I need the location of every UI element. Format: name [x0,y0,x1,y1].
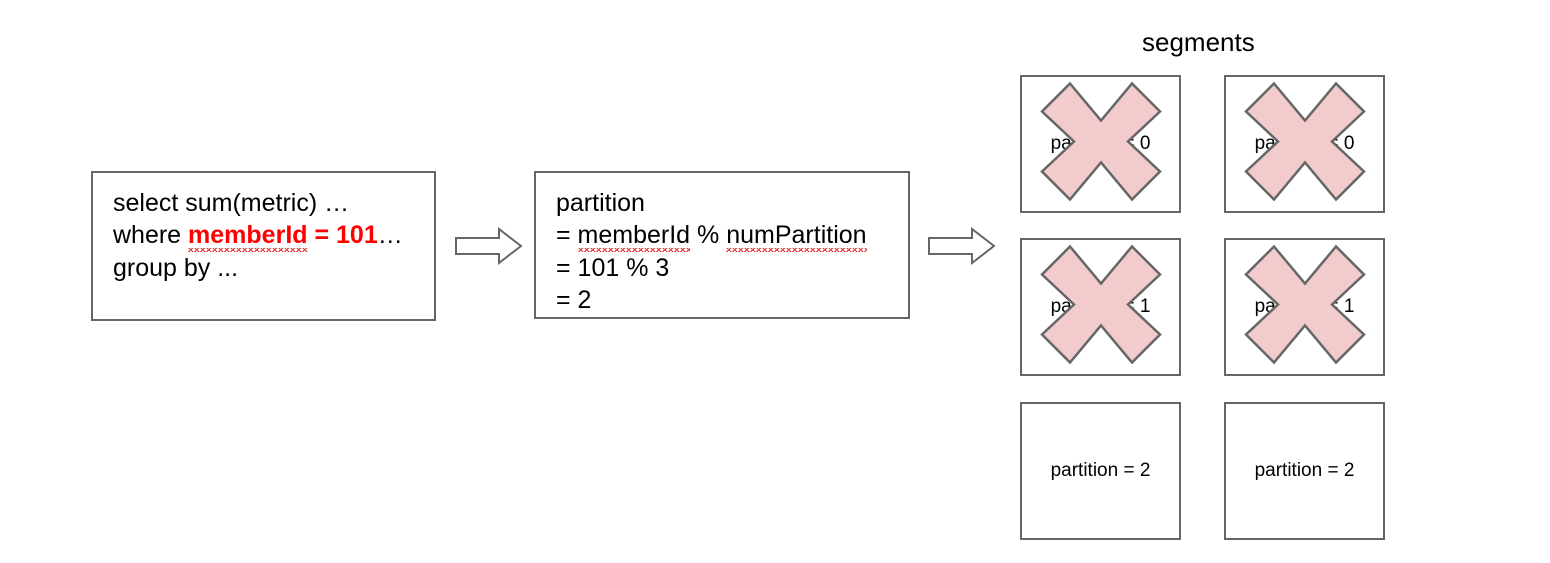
query-line-2-ellipsis: … [377,221,403,249]
query-box: select sum(metric) … where memberId = 10… [91,171,436,321]
partition-numpartition-term: numPartition [726,219,867,252]
arrow-query-to-partition [455,226,523,266]
partition-line-4: = 2 [556,286,592,314]
segment-cell[interactable]: partition = 2 [1224,402,1385,540]
segment-cell[interactable]: partition = 0 [1224,75,1385,213]
segment-excluded-cross [1243,244,1367,371]
segments-title: segments [1142,27,1255,57]
arrow-right-icon [455,226,523,266]
cross-icon [1243,244,1366,365]
partition-line-1: partition [556,189,645,217]
partition-line-3: = 101 % 3 [556,254,670,282]
query-line-2: where memberId = 101… [113,219,434,252]
partition-memberid-term: memberId [577,219,691,252]
segment-cell[interactable]: partition = 1 [1224,238,1385,376]
cross-icon [1243,81,1366,202]
cross-icon [1039,81,1162,202]
query-memberid-text: memberId [188,221,308,249]
partition-modulo-operator: % [690,221,727,249]
segment-label: partition = 2 [1254,460,1355,481]
segment-excluded-cross [1039,81,1163,208]
arrow-right-icon [928,226,996,266]
partition-line-2: = memberId % numPartition [556,219,908,252]
query-memberid-value: = 101 [307,221,378,249]
query-where-keyword: where [113,221,189,249]
segment-excluded-cross [1243,81,1367,208]
partition-memberid-text: memberId [577,221,691,249]
partition-box: partition = memberId % numPartition = 10… [534,171,910,319]
segment-cell[interactable]: partition = 2 [1020,402,1181,540]
query-memberid-highlight: memberId [188,219,308,252]
query-line-1: select sum(metric) … [113,189,350,217]
query-line-3: group by ... [113,254,239,282]
partition-numpartition-text: numPartition [726,221,867,249]
segment-cell[interactable]: partition = 1 [1020,238,1181,376]
segment-excluded-cross [1039,244,1163,371]
partition-equals-1: = [556,221,578,249]
arrow-partition-to-segments [928,226,996,266]
cross-icon [1039,244,1162,365]
segment-cell[interactable]: partition = 0 [1020,75,1181,213]
segment-label: partition = 2 [1050,460,1151,481]
